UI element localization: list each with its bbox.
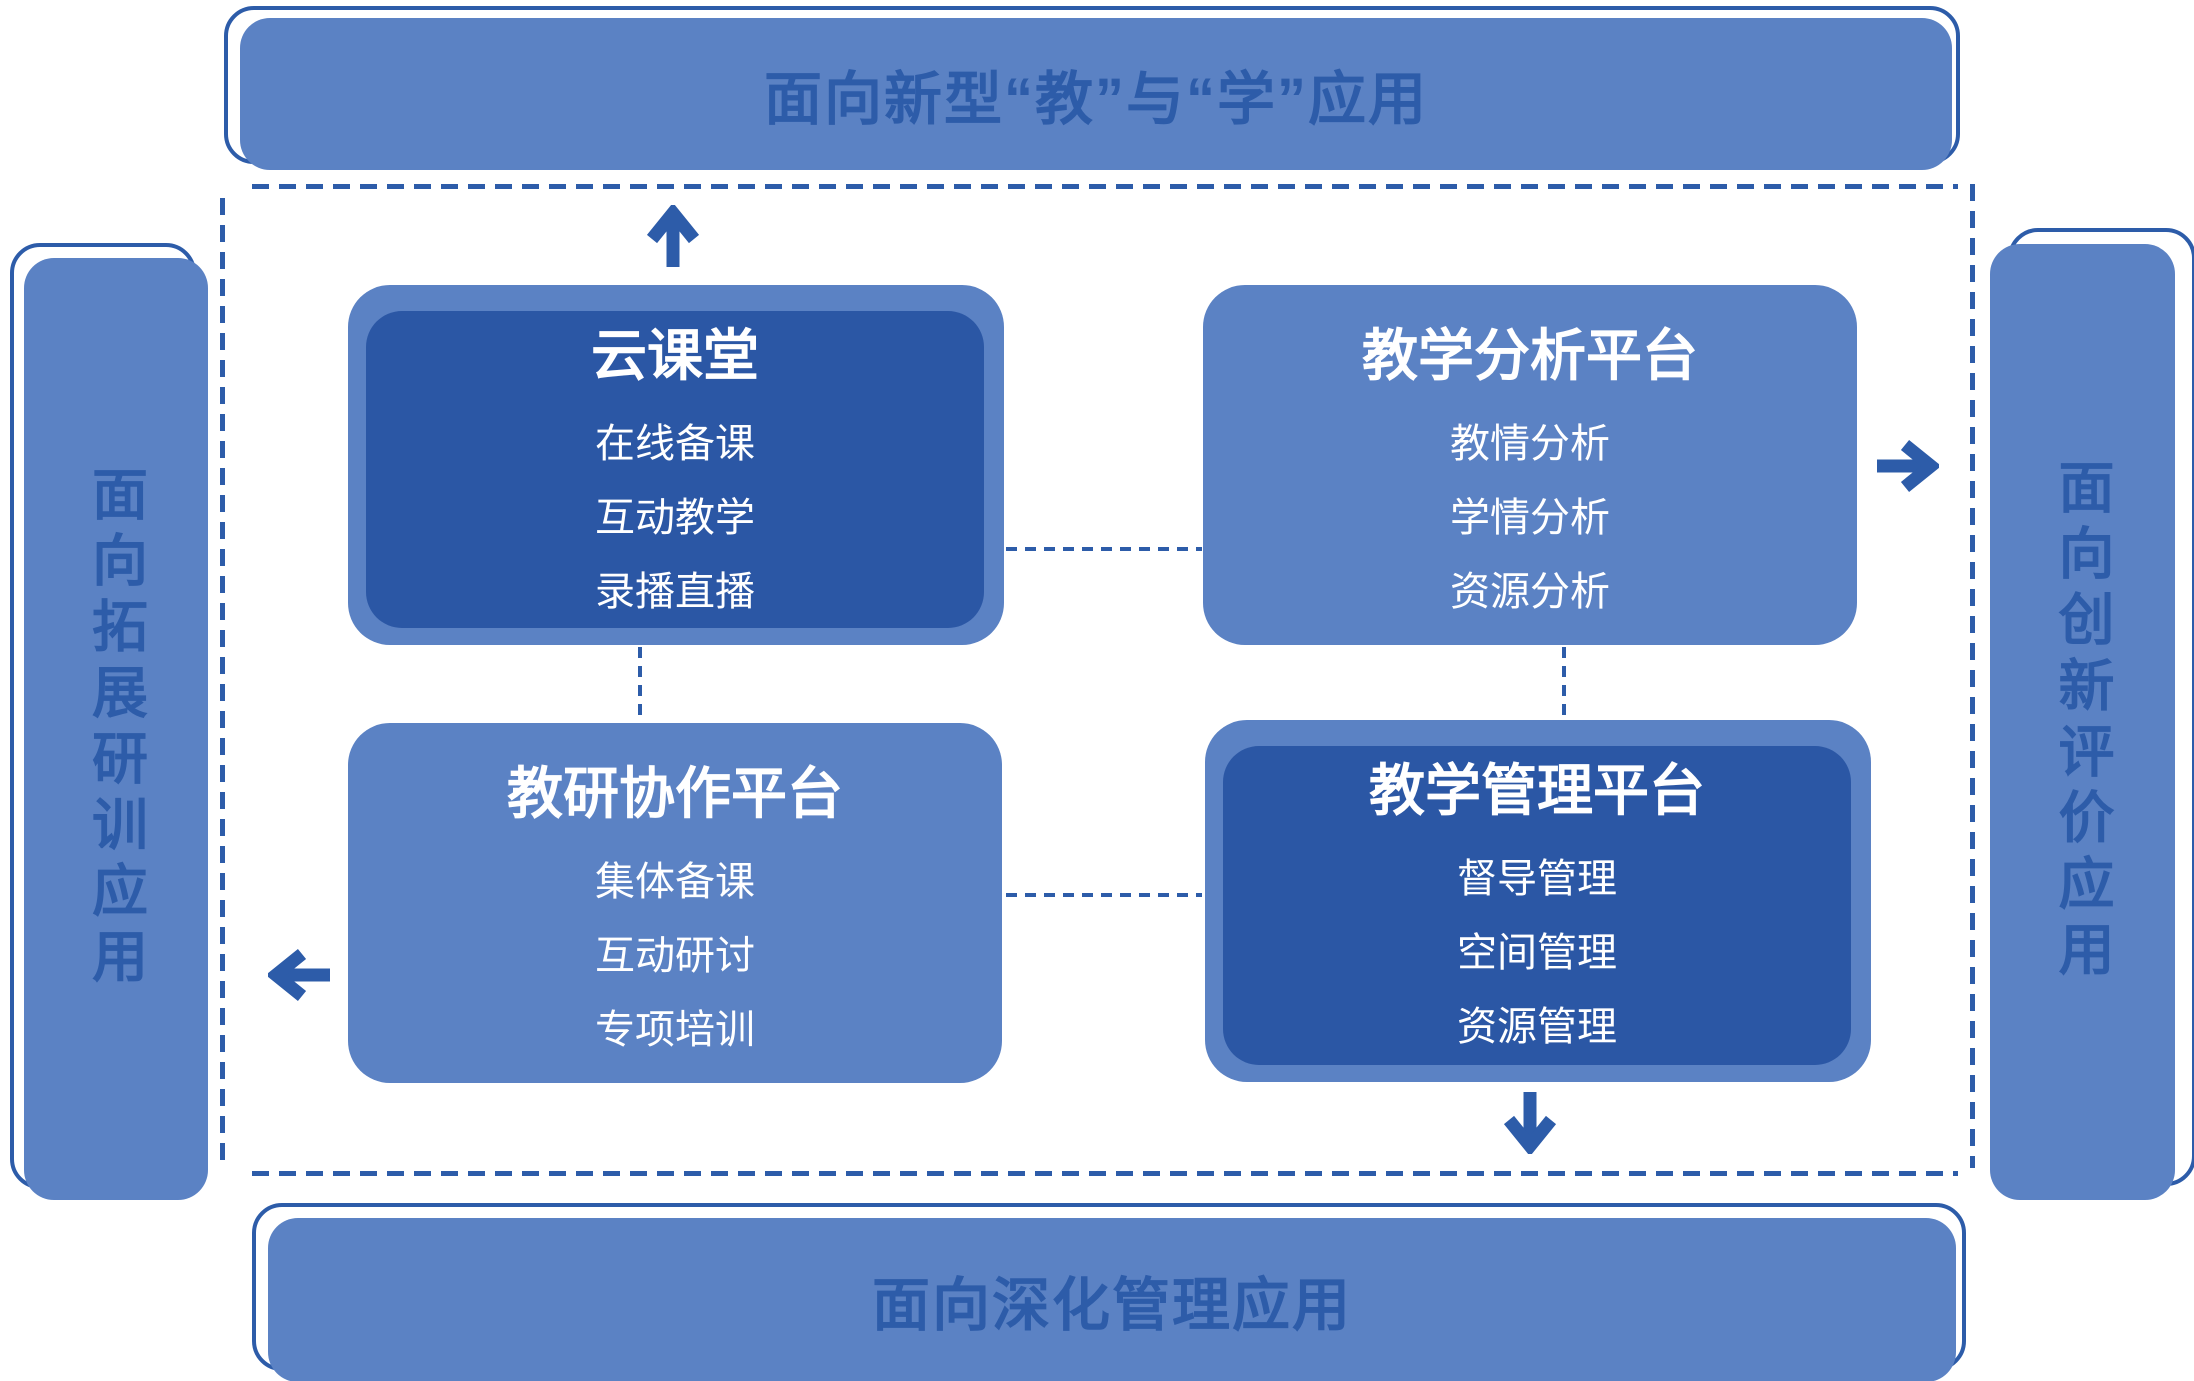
banner-top-label: 面向新型“教”与“学”应用: [763, 67, 1428, 132]
dashed-frame-top: [252, 184, 1958, 189]
banner-right-fill: 面向创新评价应用: [1990, 244, 2175, 1200]
box-item: 督导管理: [1457, 857, 1617, 901]
box-item: 资源管理: [1457, 1005, 1617, 1049]
box-item: 资源分析: [1450, 570, 1610, 614]
box-item: 学情分析: [1450, 496, 1610, 540]
banner-left-fill: 面向拓展研训应用: [24, 258, 208, 1200]
down-arrow-icon: [1502, 1090, 1558, 1154]
banner-bottom-fill: 面向深化管理应用: [268, 1218, 1956, 1381]
connector-right-boxes: [1562, 647, 1566, 718]
box-item: 互动教学: [595, 496, 755, 540]
box-teaching-management: 教学管理平台 督导管理 空间管理 资源管理: [1205, 720, 1871, 1082]
dashed-frame-left: [220, 198, 225, 1168]
banner-right-label: 面向创新评价应用: [2051, 458, 2114, 986]
box-title-cloud-classroom: 云课堂: [591, 324, 759, 387]
box-title-teaching-analysis: 教学分析平台: [1362, 324, 1698, 387]
banner-bottom-label: 面向深化管理应用: [871, 1273, 1352, 1338]
connector-top-boxes: [1006, 547, 1202, 551]
box-title-teaching-management: 教学管理平台: [1369, 759, 1705, 822]
right-arrow-icon: [1875, 438, 1939, 494]
banner-left-label: 面向拓展研训应用: [84, 465, 148, 993]
banner-top-fill: 面向新型“教”与“学”应用: [240, 18, 1952, 170]
box-cloud-classroom-inner: 云课堂 在线备课 互动教学 录播直播: [366, 311, 984, 628]
box-title-research-collaboration: 教研协作平台: [507, 762, 843, 825]
connector-left-boxes: [638, 647, 642, 721]
box-item: 集体备课: [595, 860, 755, 904]
dashed-frame-bottom: [252, 1171, 1958, 1176]
box-teaching-analysis: 教学分析平台 教情分析 学情分析 资源分析: [1203, 285, 1857, 645]
left-arrow-icon: [268, 947, 332, 1003]
box-item: 录播直播: [595, 570, 755, 614]
connector-bottom-boxes: [1006, 893, 1202, 897]
box-item: 空间管理: [1457, 931, 1617, 975]
box-item: 教情分析: [1450, 422, 1610, 466]
box-item: 在线备课: [595, 422, 755, 466]
box-teaching-management-inner: 教学管理平台 督导管理 空间管理 资源管理: [1223, 746, 1851, 1065]
up-arrow-icon: [645, 205, 701, 269]
box-cloud-classroom: 云课堂 在线备课 互动教学 录播直播: [348, 285, 1004, 645]
box-research-collaboration: 教研协作平台 集体备课 互动研讨 专项培训: [348, 723, 1002, 1083]
box-item: 互动研讨: [595, 934, 755, 978]
box-item: 专项培训: [595, 1008, 755, 1052]
dashed-frame-right: [1970, 184, 1975, 1168]
